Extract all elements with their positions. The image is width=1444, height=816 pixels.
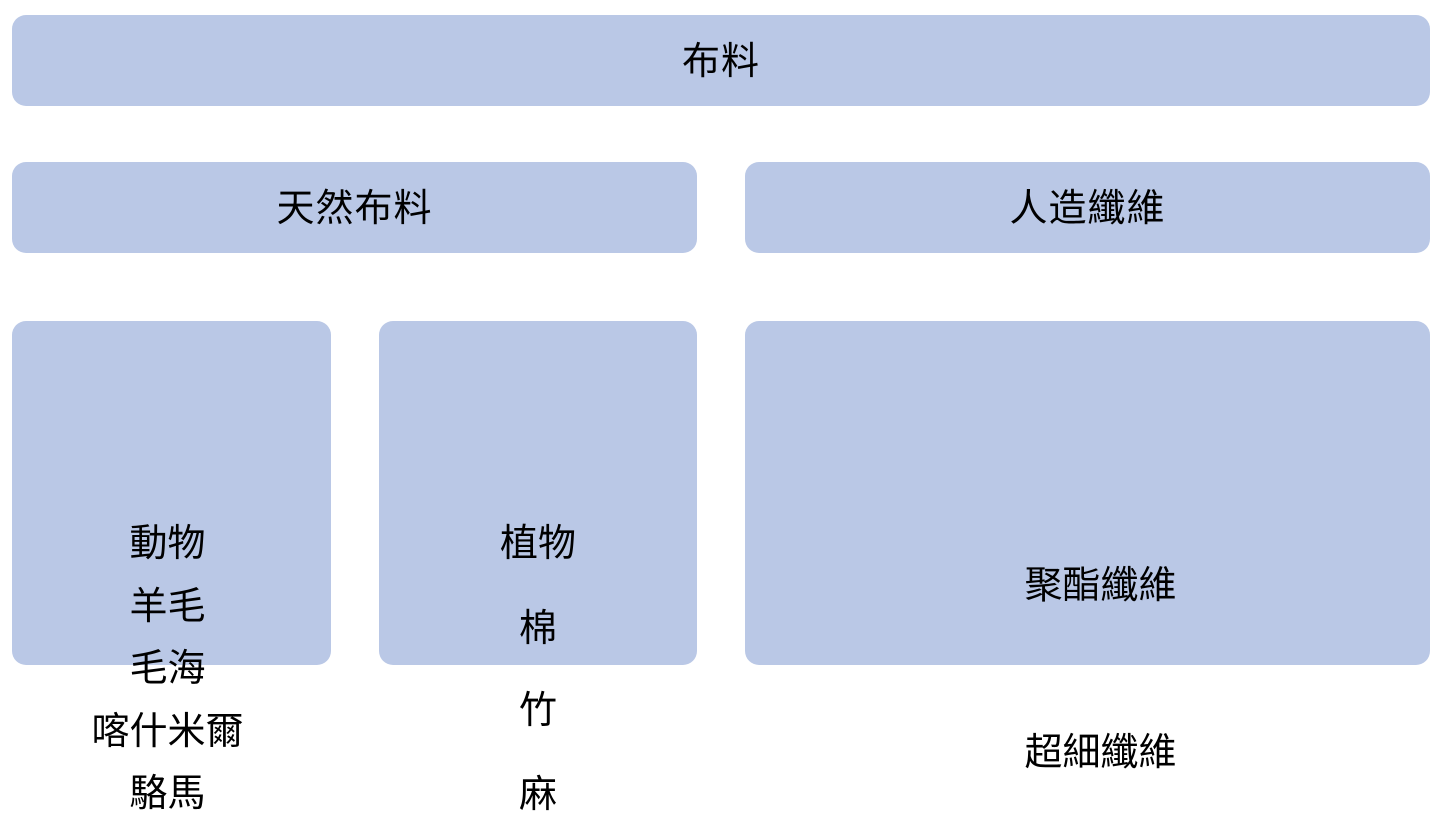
animal-fabric-node: 動物 羊毛 毛海 喀什米爾 駱馬	[12, 321, 331, 812]
list-item: 動物	[129, 521, 206, 565]
synthetic-fiber-node: 聚酯纖維 超細纖維	[745, 321, 1430, 771]
root-node: 布料	[12, 15, 1430, 106]
list-item: 喀什米爾	[91, 709, 244, 753]
category-label-synthetic: 人造纖維	[1009, 185, 1166, 230]
category-label-natural: 天然布料	[276, 185, 433, 230]
category-node-natural: 天然布料	[12, 162, 697, 253]
list-item: 駱馬	[129, 771, 206, 815]
list-item: 超細纖維	[1024, 730, 1177, 774]
plant-fabric-node: 植物 棉 竹 麻	[379, 321, 697, 813]
list-item: 毛海	[129, 646, 206, 690]
list-item: 聚酯纖維	[1024, 563, 1177, 607]
list-item: 植物	[499, 521, 576, 565]
list-item: 羊毛	[129, 584, 206, 628]
list-item: 麻	[518, 772, 557, 816]
category-node-synthetic: 人造纖維	[745, 162, 1430, 253]
list-item: 竹	[518, 688, 557, 732]
list-item: 棉	[518, 606, 557, 650]
root-label: 布料	[681, 38, 760, 83]
